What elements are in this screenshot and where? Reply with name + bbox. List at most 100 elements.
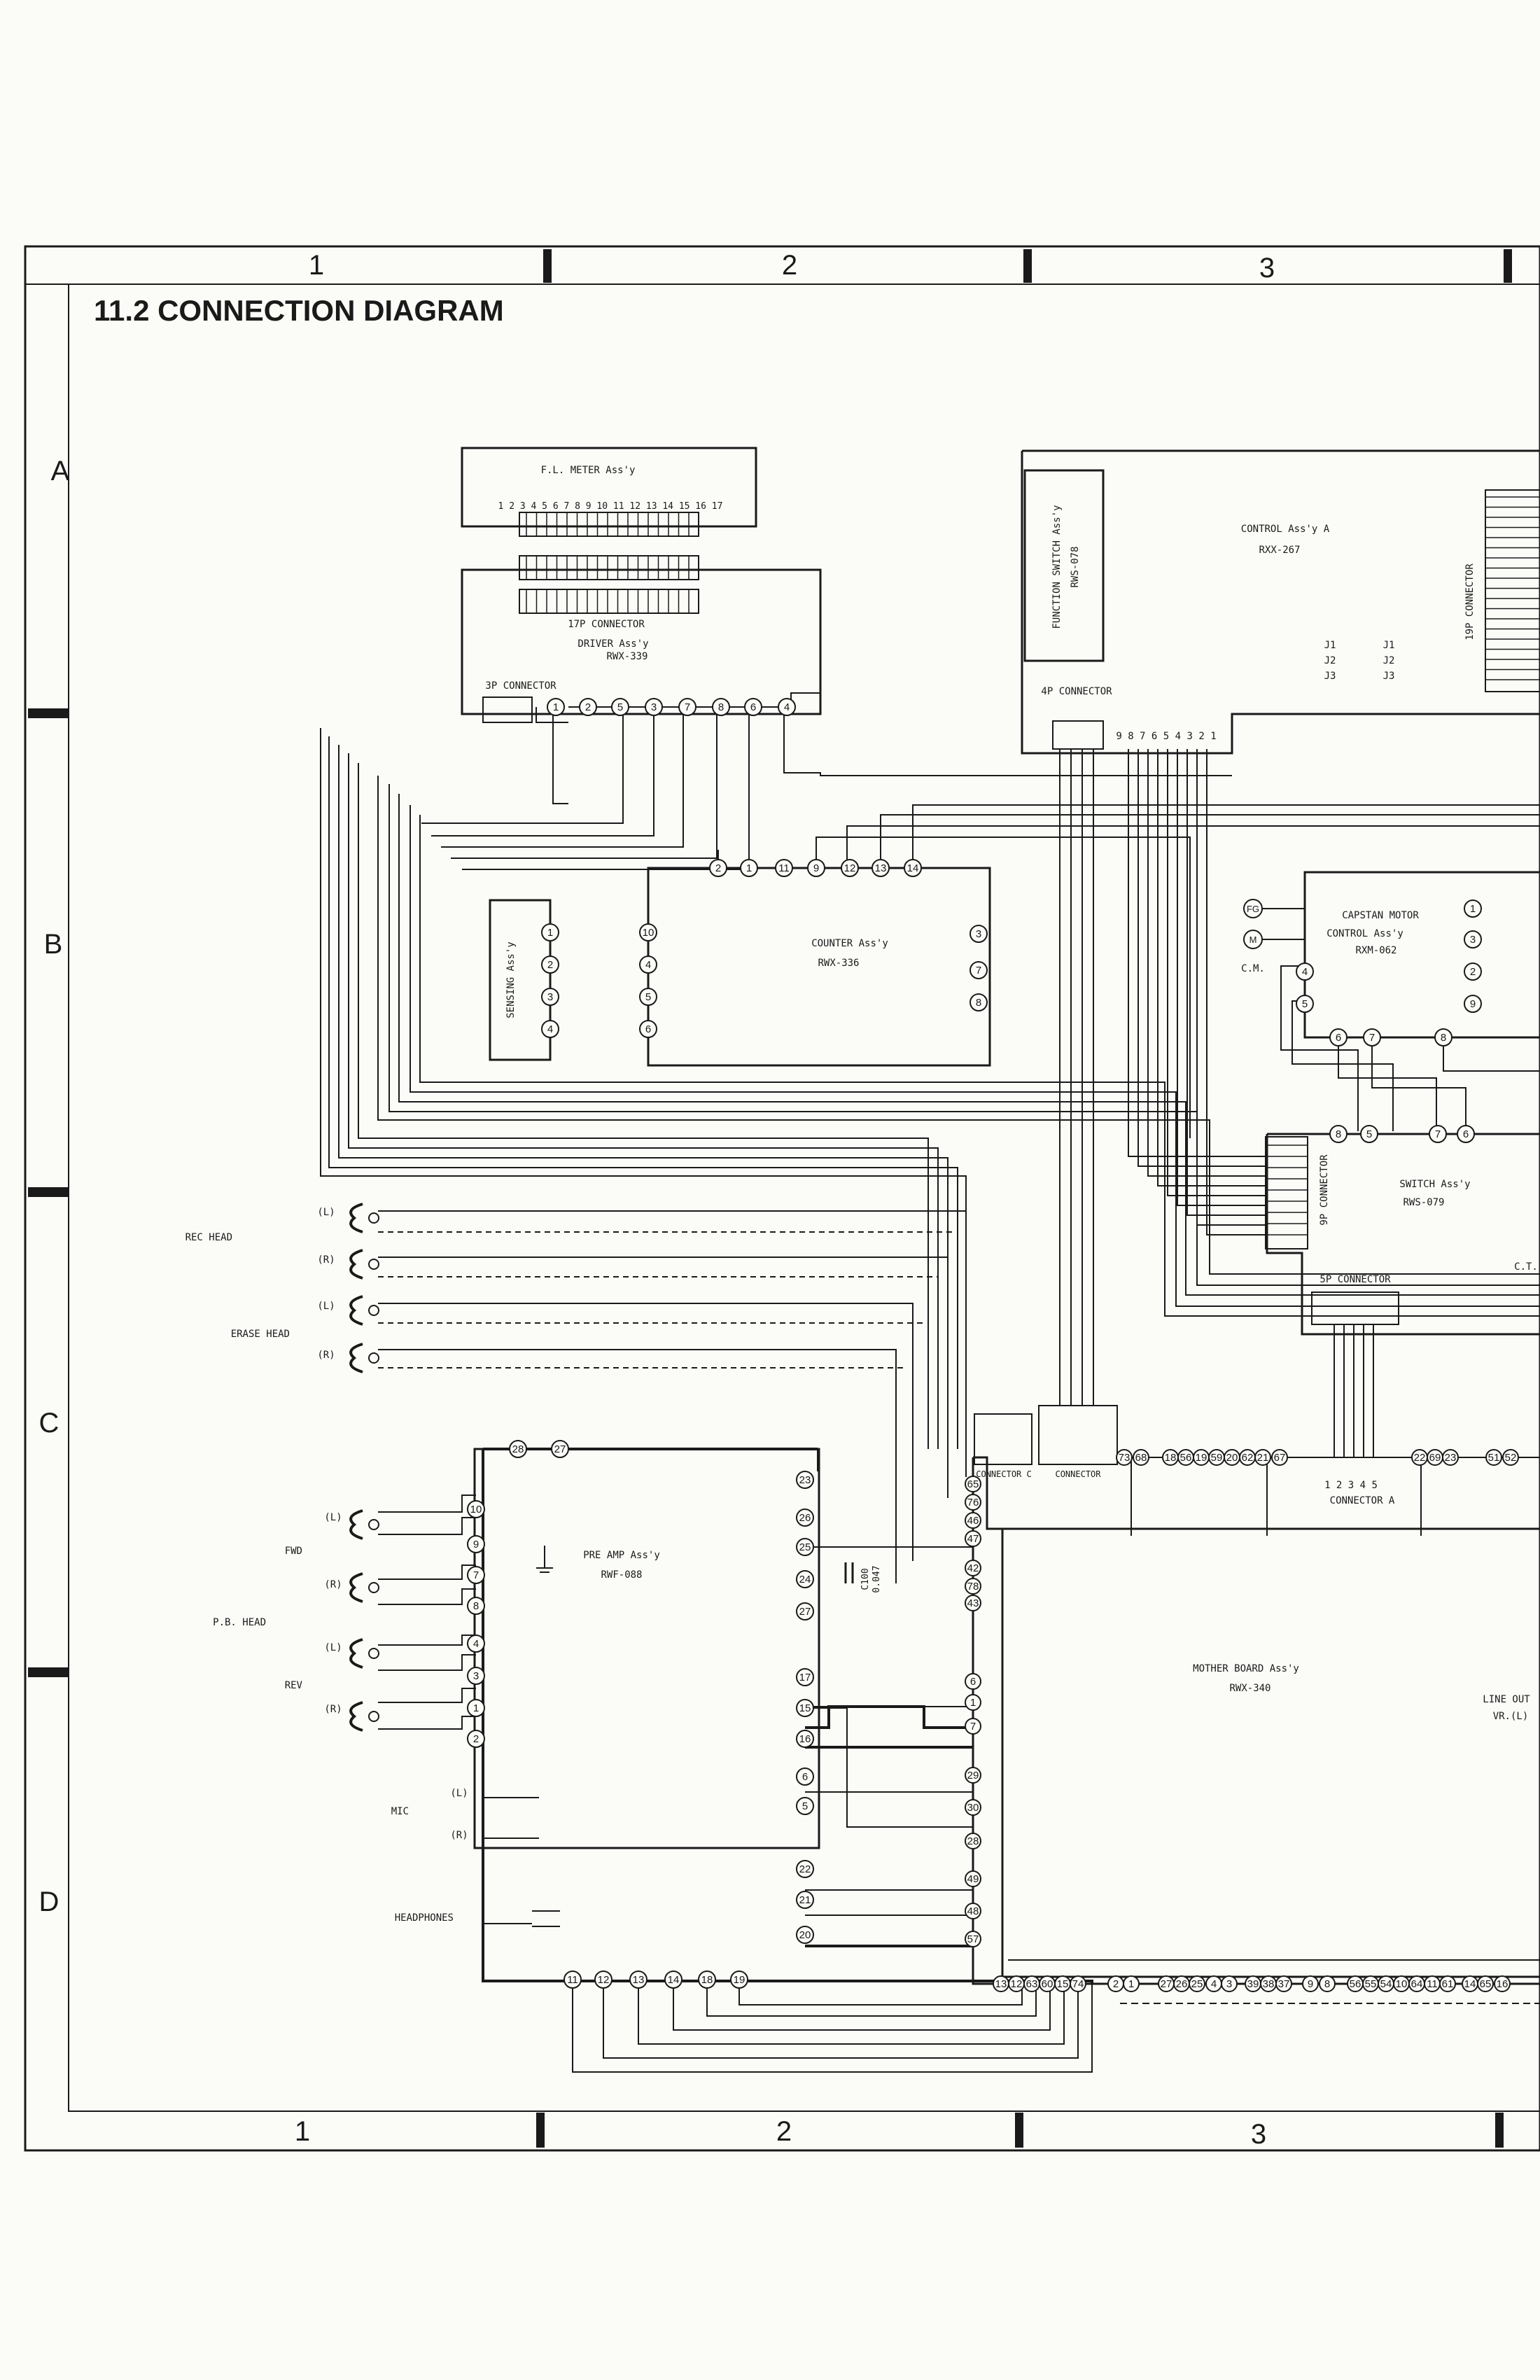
preamp-left-node-label: 10 (470, 1504, 482, 1516)
erase-head-label: ERASE HEAD (231, 1329, 290, 1340)
preamp-left-node-label: 2 (473, 1733, 479, 1745)
fg-label: FG (1247, 904, 1259, 914)
driver-block (461, 568, 822, 715)
function-switch-label: FUNCTION SWITCH Ass'y (1051, 505, 1063, 629)
counter-top-node: 14 (904, 859, 922, 877)
preamp-bottom-node: 18 (698, 1970, 716, 1989)
counter-left-node-label: 4 (645, 959, 651, 971)
driver-part: RWX-339 (606, 651, 648, 662)
preamp-right-node-label: 24 (799, 1574, 811, 1586)
rev-r-label: (R) (324, 1704, 342, 1715)
preamp-bottom-node-label: 13 (633, 1974, 645, 1986)
preamp-bottom-node: 13 (629, 1970, 648, 1989)
col-label-2-bottom: 2 (776, 2116, 792, 2147)
mother-left-node-label: 29 (967, 1770, 979, 1782)
col-label-1-bottom: 1 (295, 2116, 310, 2147)
mother-left-node: 46 (965, 1512, 981, 1529)
mother-bottom-node-label: 65 (1480, 1978, 1492, 1990)
mother-top-node-label: 73 (1119, 1452, 1130, 1464)
mother-bottom-node: 65 (1477, 1975, 1494, 1992)
col-label-3-top: 3 (1259, 253, 1275, 284)
preamp-bottom-node: 11 (564, 1970, 582, 1989)
switch-top-node: 6 (1457, 1125, 1475, 1143)
mother-line-out-label: LINE OUT (1483, 1694, 1530, 1705)
mother-bottom-node-label: 27 (1161, 1978, 1172, 1990)
preamp-right-node: 25 (796, 1538, 814, 1556)
mother-bottom-node: 9 (1302, 1975, 1319, 1992)
preamp-left-node: 8 (467, 1597, 485, 1615)
connector-a-pins: 1 2 3 4 5 (1324, 1480, 1378, 1491)
mother-left-node-label: 78 (967, 1581, 979, 1592)
connector-d-label: CONNECTOR (1055, 1469, 1101, 1479)
function-switch-block (1023, 469, 1105, 662)
capstan-bottom-node: 8 (1434, 1028, 1452, 1046)
fwd-r-label: (R) (324, 1579, 342, 1590)
preamp-left-node-label: 7 (473, 1569, 479, 1581)
preamp-right-node: 5 (796, 1797, 814, 1815)
mother-left-node: 76 (965, 1494, 981, 1511)
mother-bottom-node: 74 (1070, 1975, 1086, 1992)
mother-top-node: 68 (1133, 1449, 1149, 1466)
capstan-left-node-label: 5 (1302, 998, 1308, 1010)
mother-top-node: 23 (1442, 1449, 1459, 1466)
mother-bottom-node-label: 26 (1176, 1978, 1188, 1990)
tape-head-icon (349, 1701, 363, 1732)
mother-left-node: 48 (965, 1903, 981, 1919)
mother-label: MOTHER BOARD Ass'y (1193, 1663, 1299, 1674)
function-switch-part: RWS-078 (1070, 546, 1081, 587)
mother-top-node: 52 (1502, 1449, 1519, 1466)
mother-bottom-node: 25 (1189, 1975, 1205, 1992)
col-divider-3-right-bottom (1495, 2113, 1504, 2148)
head-terminal-icon (368, 1259, 379, 1270)
counter-top-node: 1 (740, 859, 758, 877)
row-divider-b-c (28, 1187, 69, 1197)
mother-bottom-node-label: 12 (1011, 1978, 1023, 1990)
preamp-bottom-node-label: 14 (668, 1974, 680, 1986)
mother-bottom-node: 55 (1362, 1975, 1379, 1992)
capstan-right-node: 2 (1464, 962, 1482, 981)
preamp-top-node-label: 28 (512, 1443, 524, 1455)
preamp-right-node: 20 (796, 1926, 814, 1944)
mother-bottom-node: 38 (1260, 1975, 1277, 1992)
preamp-bottom-node: 19 (730, 1970, 748, 1989)
col-label-1-top: 1 (309, 250, 324, 281)
mother-top-node-label: 62 (1242, 1452, 1254, 1464)
control-label: CONTROL Ass'y A (1241, 524, 1330, 535)
preamp-right-node: 24 (796, 1570, 814, 1588)
mother-bottom-node-label: 39 (1247, 1978, 1259, 1990)
control-19p-label: 19P CONNECTOR (1464, 564, 1476, 640)
counter-left-node-label: 6 (645, 1023, 651, 1035)
mother-bottom-node-label: 60 (1042, 1978, 1054, 1990)
ground-icon (536, 1546, 553, 1573)
mother-left-node-label: 1 (970, 1697, 976, 1709)
col-divider-1-2-bottom (536, 2113, 545, 2148)
mother-top-node-label: 20 (1226, 1452, 1238, 1464)
preamp-right-node-label: 25 (799, 1541, 811, 1553)
driver-node: 6 (744, 698, 762, 716)
preamp-cap-name: C100 (860, 1568, 871, 1590)
preamp-right-node-label: 17 (799, 1672, 811, 1684)
mother-left-node-label: 49 (967, 1873, 979, 1885)
driver-node-label: 4 (784, 701, 790, 713)
counter-left-node: 10 (639, 923, 657, 941)
preamp-left-node: 2 (467, 1730, 485, 1748)
mother-top-node-label: 67 (1274, 1452, 1286, 1464)
row-divider-c-d (28, 1667, 69, 1677)
capstan-cm-label: C.M. (1241, 963, 1265, 974)
preamp-bottom-node: 12 (594, 1970, 612, 1989)
preamp-bottom-node-label: 11 (567, 1974, 578, 1986)
rec-head-label: REC HEAD (186, 1232, 232, 1243)
mother-bottom-node: 10 (1393, 1975, 1410, 1992)
mother-bottom-node: 56 (1347, 1975, 1364, 1992)
col-label-3-bottom: 3 (1251, 2119, 1266, 2150)
capstan-left-node: 5 (1296, 995, 1314, 1013)
preamp-bottom-node-label: 12 (598, 1974, 610, 1986)
tape-head-icon (349, 1343, 363, 1373)
head-terminal-icon (368, 1352, 379, 1364)
capstan-block (1303, 871, 1540, 1039)
mother-top-node: 73 (1116, 1449, 1133, 1466)
j2-right-label: J2 (1383, 655, 1395, 666)
mother-bottom-node: 3 (1221, 1975, 1238, 1992)
mic-label: MIC (391, 1806, 409, 1817)
mother-left-node-label: 28 (967, 1835, 979, 1847)
